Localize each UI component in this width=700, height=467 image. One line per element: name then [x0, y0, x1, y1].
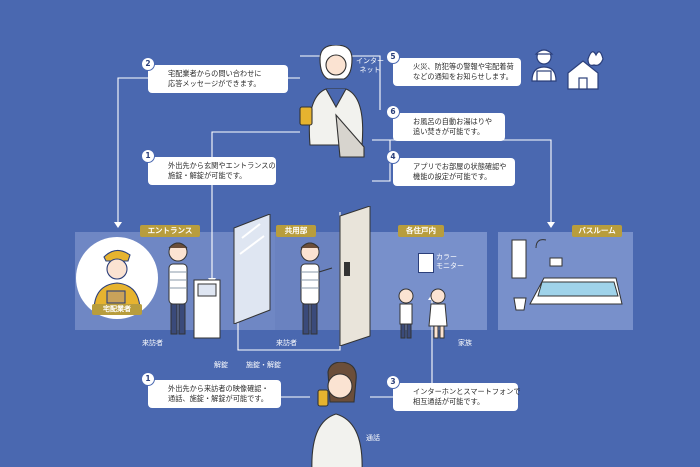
step-text-line: 施錠・解錠が可能です。 — [168, 171, 247, 180]
step-text-line: アプリでお部屋の状態確認や — [413, 162, 507, 171]
zone-tag-entrance: エントランス — [140, 225, 200, 237]
color-monitor-label: カラー モニター — [436, 253, 464, 271]
step-text-line: 機能の設定が可能です。 — [413, 172, 492, 181]
step-text-line: 追い焚きが可能です。 — [413, 127, 485, 136]
lock-unlock-label: 施錠・解錠 — [246, 361, 281, 369]
step-box-6-bath-control: 6 お風呂の自動お湯はりや 追い焚きが可能です。 — [386, 105, 505, 141]
delivery-label: 宅配業者 — [92, 304, 142, 315]
step-text-line: 相互通話が可能です。 — [413, 397, 485, 406]
family-children-figure — [398, 288, 448, 339]
resident-with-phone-figure — [299, 45, 365, 158]
entrance-intercom-panel — [193, 279, 221, 339]
visitor-common-figure — [300, 242, 333, 335]
step-text-line: 通話、施錠・解錠が可能です。 — [168, 394, 268, 403]
resident-on-call-figure — [311, 362, 363, 467]
step-number: 5 — [386, 50, 400, 64]
step-number: 4 — [386, 150, 400, 164]
step-box-5-alarm-notice: 5 火災、防犯等の警報や宅配着荷 などの通知をお知らせします。 — [386, 50, 521, 86]
step-box-1-visitor-video: 1 外出先から来訪者の映像確認・ 通話、施錠・解錠が可能です。 — [141, 372, 281, 408]
step-number: 3 — [386, 375, 400, 389]
visitor-entrance-label: 来訪者 — [142, 339, 163, 347]
alarm-delivery-icons — [531, 49, 604, 90]
step-number: 6 — [386, 105, 400, 119]
color-monitor-label-line: カラー — [436, 253, 457, 261]
front-door — [339, 206, 371, 346]
step-box-1-door-lock: 1 外出先から玄関やエントランスの 施錠・解錠が可能です。 — [141, 149, 276, 185]
zone-tag-bath: バスルーム — [572, 225, 622, 237]
entrance-glass-door — [233, 214, 271, 324]
unit-zone — [370, 232, 487, 330]
bath-stool — [513, 297, 527, 311]
delivery-worker-icon — [531, 49, 557, 82]
internet-label-line: インター — [356, 57, 384, 65]
step-number: 1 — [141, 372, 155, 386]
bath-control-panel — [549, 257, 563, 267]
step-box-2-delivery-message: 2 宅配業者からの問い合わせに 応答メッセージができます。 — [141, 57, 288, 93]
color-monitor-device — [418, 253, 434, 273]
house-fire-icon — [567, 51, 604, 90]
color-monitor-label-line: モニター — [436, 262, 464, 270]
call-label: 通話 — [366, 434, 380, 442]
visitor-common-label: 来訪者 — [276, 339, 297, 347]
unlock-label: 解錠 — [214, 361, 228, 369]
step-text-line: などの通知をお知らせします。 — [413, 72, 513, 81]
smart-lock-icon — [344, 262, 350, 276]
step-text-line: お風呂の自動お湯はりや — [413, 117, 493, 126]
zone-tag-unit: 各住戸内 — [398, 225, 444, 237]
step-text-line: 宅配業者からの問い合わせに — [168, 69, 262, 78]
visitor-entrance-figure — [168, 242, 221, 339]
step-box-4-room-status: 4 アプリでお部屋の状態確認や 機能の設定が可能です。 — [386, 150, 515, 186]
internet-label: インター ネット — [356, 57, 384, 75]
step-number: 1 — [141, 149, 155, 163]
zone-tag-common: 共用部 — [276, 225, 316, 237]
smartphone-icon — [317, 389, 329, 407]
family-label: 家族 — [458, 339, 472, 347]
step-text-line: 火災、防犯等の警報や宅配着荷 — [413, 62, 514, 71]
bath-mirror — [511, 239, 527, 279]
step-text-line: 外出先から玄関やエントランスの — [168, 161, 276, 170]
step-box-3-intercom-call: 3 インターホンとスマートフォンで 相互通話が可能です。 — [386, 375, 521, 411]
bathroom-scene — [511, 239, 623, 311]
internet-label-line: ネット — [359, 66, 381, 74]
step-text-line: 応答メッセージができます。 — [168, 79, 261, 88]
shower-head-icon — [535, 239, 547, 249]
step-text-line: インターホンとスマートフォンで — [413, 387, 521, 396]
step-text-line: 外出先から来訪者の映像確認・ — [168, 384, 269, 393]
step-number: 2 — [141, 57, 155, 71]
